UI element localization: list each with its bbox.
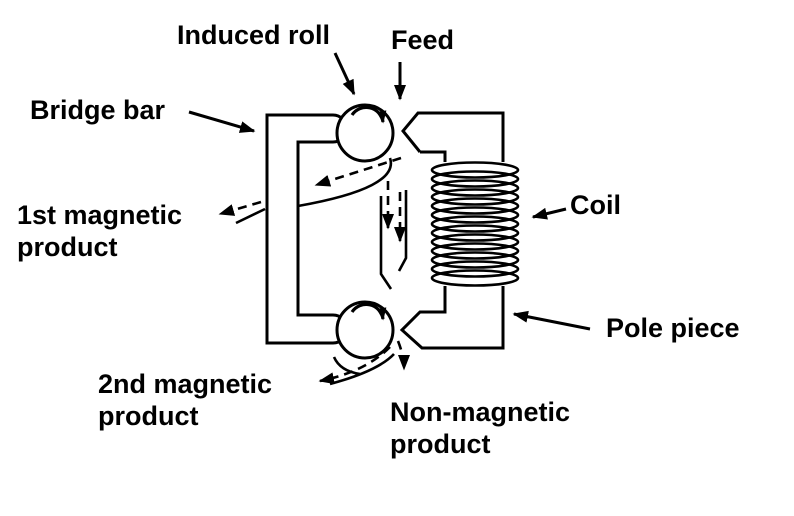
coil-loop bbox=[430, 179, 520, 197]
coil-loop bbox=[430, 206, 520, 224]
first-product-dashed-left bbox=[218, 200, 262, 216]
label-text: Non-magnetic bbox=[390, 397, 571, 427]
label-text: product bbox=[390, 429, 491, 459]
coil-loop bbox=[430, 215, 520, 233]
first-product-guide-left bbox=[235, 207, 266, 225]
induced-roll-pointer-arrow bbox=[333, 52, 356, 96]
coil-loop bbox=[430, 251, 520, 269]
pole-piece-outline bbox=[399, 111, 505, 350]
second-product-dashed bbox=[318, 346, 391, 385]
label-text: product bbox=[98, 401, 199, 431]
bridge-bar-outline bbox=[265, 113, 349, 345]
label-non-magnetic-product: Non-magnetic product bbox=[390, 396, 570, 460]
center-chute-left-wall bbox=[379, 196, 393, 290]
center-chute-right-wall bbox=[397, 190, 408, 272]
bridge-bar-pointer-arrow bbox=[188, 110, 256, 133]
non-magnetic-dashed bbox=[396, 340, 410, 371]
coil-loop bbox=[430, 197, 520, 215]
coil-loop bbox=[430, 233, 520, 251]
label-text: Bridge bar bbox=[30, 95, 166, 125]
label-text: Induced roll bbox=[177, 20, 331, 50]
label-pole-piece: Pole piece bbox=[606, 312, 740, 344]
top-roll-rotation-arrow bbox=[350, 105, 387, 124]
label-text: Coil bbox=[570, 190, 621, 220]
coil-loop bbox=[430, 260, 520, 278]
second-product-guide bbox=[329, 353, 395, 386]
coil-winding bbox=[430, 161, 520, 287]
label-text: product bbox=[17, 232, 118, 262]
coil-loop bbox=[430, 269, 520, 287]
bottom-roll-rotation-arrow bbox=[350, 302, 387, 321]
label-bridge-bar: Bridge bar bbox=[30, 94, 165, 126]
pole-piece-pointer-arrow bbox=[512, 310, 591, 331]
label-text: Pole piece bbox=[606, 313, 740, 343]
label-text: 1st magnetic bbox=[17, 200, 183, 230]
coil-loop bbox=[430, 170, 520, 188]
bottom-induced-roll bbox=[335, 300, 395, 360]
label-first-magnetic-product: 1st magnetic product bbox=[17, 199, 182, 263]
coil-loop bbox=[430, 224, 520, 242]
label-coil: Coil bbox=[570, 189, 621, 221]
label-feed: Feed bbox=[391, 24, 454, 56]
label-induced-roll: Induced roll bbox=[177, 19, 330, 51]
label-text: 2nd magnetic bbox=[98, 369, 273, 399]
coil-loop bbox=[430, 161, 520, 179]
label-text: Feed bbox=[391, 25, 455, 55]
coil-loop bbox=[430, 242, 520, 260]
first-product-guide-right bbox=[297, 157, 393, 208]
coil-loop bbox=[430, 188, 520, 206]
label-second-magnetic-product: 2nd magnetic product bbox=[98, 368, 272, 432]
top-induced-roll bbox=[335, 103, 395, 163]
second-product-guide-arc bbox=[332, 356, 361, 376]
coil-pointer-arrow bbox=[531, 207, 567, 220]
